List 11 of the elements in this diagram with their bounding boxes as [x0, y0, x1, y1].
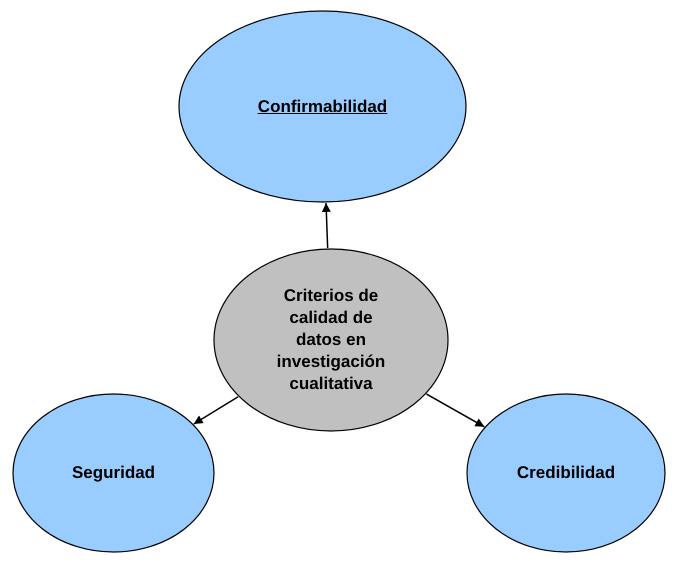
node-label: Seguridad: [70, 462, 156, 484]
ellipse-node: [466, 393, 666, 553]
node-label: Confirmabilidad: [256, 96, 388, 118]
arrow: [322, 202, 331, 248]
node-label: Credibilidad: [516, 462, 616, 484]
arrow: [193, 396, 239, 425]
ellipse-node: [178, 10, 467, 203]
ellipse-node: [213, 248, 449, 432]
ellipse-node: [12, 393, 215, 553]
arrow: [426, 393, 485, 428]
node-label: Criterios de calidad de datos en investigación cualitativa: [276, 285, 386, 395]
